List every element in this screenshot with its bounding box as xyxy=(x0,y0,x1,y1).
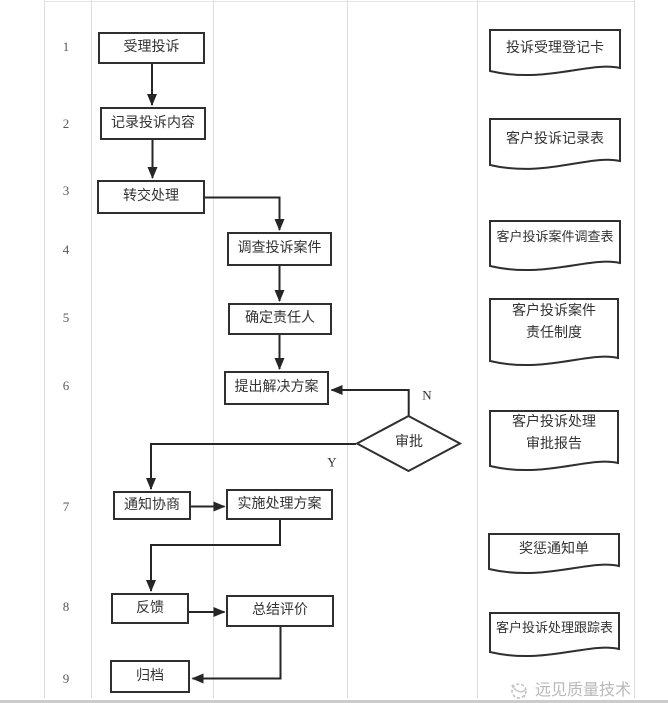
process-box-feedback: 反馈 xyxy=(111,593,189,624)
document-shape-2 xyxy=(489,118,621,170)
document-shape-4 xyxy=(489,298,619,367)
lane-divider-3 xyxy=(213,0,214,698)
document-label-6: 奖惩通知单 xyxy=(489,534,619,566)
step-number-8: 8 xyxy=(62,599,70,614)
lane-divider-4 xyxy=(347,0,348,698)
process-box-propose-solution: 提出解决方案 xyxy=(224,371,329,405)
document-shape-1 xyxy=(489,29,621,77)
table-top-border xyxy=(44,1,634,2)
branch-label-no: N xyxy=(422,387,432,403)
process-box-label: 记录投诉内容 xyxy=(111,115,195,131)
process-box-label: 通知协商 xyxy=(124,497,180,513)
process-box-determine-person: 确定责任人 xyxy=(228,303,332,335)
process-box-label: 归档 xyxy=(136,668,164,684)
connector-decision-yes xyxy=(146,443,356,490)
document-line: 客户投诉案件 xyxy=(512,304,596,319)
step-number-3: 3 xyxy=(62,183,70,198)
process-box-notify-negotiate: 通知协商 xyxy=(113,491,191,520)
process-box-accept-complaint: 受理投诉 xyxy=(98,32,205,64)
document-shape-7 xyxy=(489,612,620,658)
process-box-record-content: 记录投诉内容 xyxy=(100,107,206,140)
lane-divider-5 xyxy=(477,0,478,698)
step-number-5: 5 xyxy=(62,310,70,325)
document-line: 奖惩通知单 xyxy=(519,542,589,557)
watermark: 远见质量技术 xyxy=(508,680,631,702)
document-label-4: 客户投诉案件 责任制度 xyxy=(490,299,618,347)
lane-divider-1 xyxy=(44,0,45,698)
document-line: 客户投诉案件调查表 xyxy=(496,229,614,244)
connector-decision-no xyxy=(330,385,410,417)
process-box-label: 受理投诉 xyxy=(123,40,180,55)
process-box-transfer-handling: 转交处理 xyxy=(97,180,205,214)
process-box-archive: 归档 xyxy=(110,660,190,693)
document-label-1: 投诉受理登记卡 xyxy=(490,30,620,68)
document-label-3: 客户投诉案件调查表 xyxy=(490,221,620,253)
process-box-label: 调查投诉案件 xyxy=(237,241,322,256)
document-line: 审批报告 xyxy=(526,437,582,452)
document-shape-3 xyxy=(489,220,621,272)
document-line: 客户投诉记录表 xyxy=(506,132,604,147)
document-line: 客户投诉处理 xyxy=(512,415,596,430)
decision-diamond xyxy=(354,414,463,473)
connector-summary-archive xyxy=(191,627,282,684)
document-label-7: 客户投诉处理跟踪表 xyxy=(490,613,619,643)
document-shape-5 xyxy=(489,410,619,472)
process-box-implement-solution: 实施处理方案 xyxy=(226,489,333,520)
process-box-label: 反馈 xyxy=(136,600,164,616)
branch-label-yes: Y xyxy=(327,454,337,470)
step-number-4: 4 xyxy=(62,242,70,257)
process-box-label: 确定责任人 xyxy=(245,311,315,326)
process-box-label: 实施处理方案 xyxy=(237,496,322,512)
process-box-label: 总结评价 xyxy=(252,603,308,618)
step-number-2: 2 xyxy=(62,116,70,131)
lane-divider-2 xyxy=(91,0,92,698)
step-number-1: 1 xyxy=(62,39,70,54)
step-number-9: 9 xyxy=(62,671,70,686)
lane-divider-6 xyxy=(634,0,635,698)
decision-label: 审批 xyxy=(395,435,423,450)
document-label-2: 客户投诉记录表 xyxy=(490,119,620,161)
step-number-6: 6 xyxy=(62,378,70,393)
globe-icon xyxy=(511,683,527,699)
connector-step3-step4 xyxy=(204,196,285,231)
process-box-investigate-case: 调查投诉案件 xyxy=(227,232,332,266)
document-shape-6 xyxy=(488,533,620,575)
process-box-summary-evaluation: 总结评价 xyxy=(226,595,334,627)
document-line: 客户投诉处理跟踪表 xyxy=(495,620,613,635)
step-number-7: 7 xyxy=(62,499,70,514)
document-label-5: 客户投诉处理 审批报告 xyxy=(490,411,618,457)
document-line: 投诉受理登记卡 xyxy=(506,41,604,56)
document-line: 责任制度 xyxy=(526,326,582,341)
process-box-label: 提出解决方案 xyxy=(234,380,319,395)
watermark-text: 远见质量技术 xyxy=(535,682,632,699)
process-box-label: 转交处理 xyxy=(123,189,179,204)
table-bottom-border xyxy=(0,700,668,703)
connector-implement-feedback xyxy=(146,520,281,592)
